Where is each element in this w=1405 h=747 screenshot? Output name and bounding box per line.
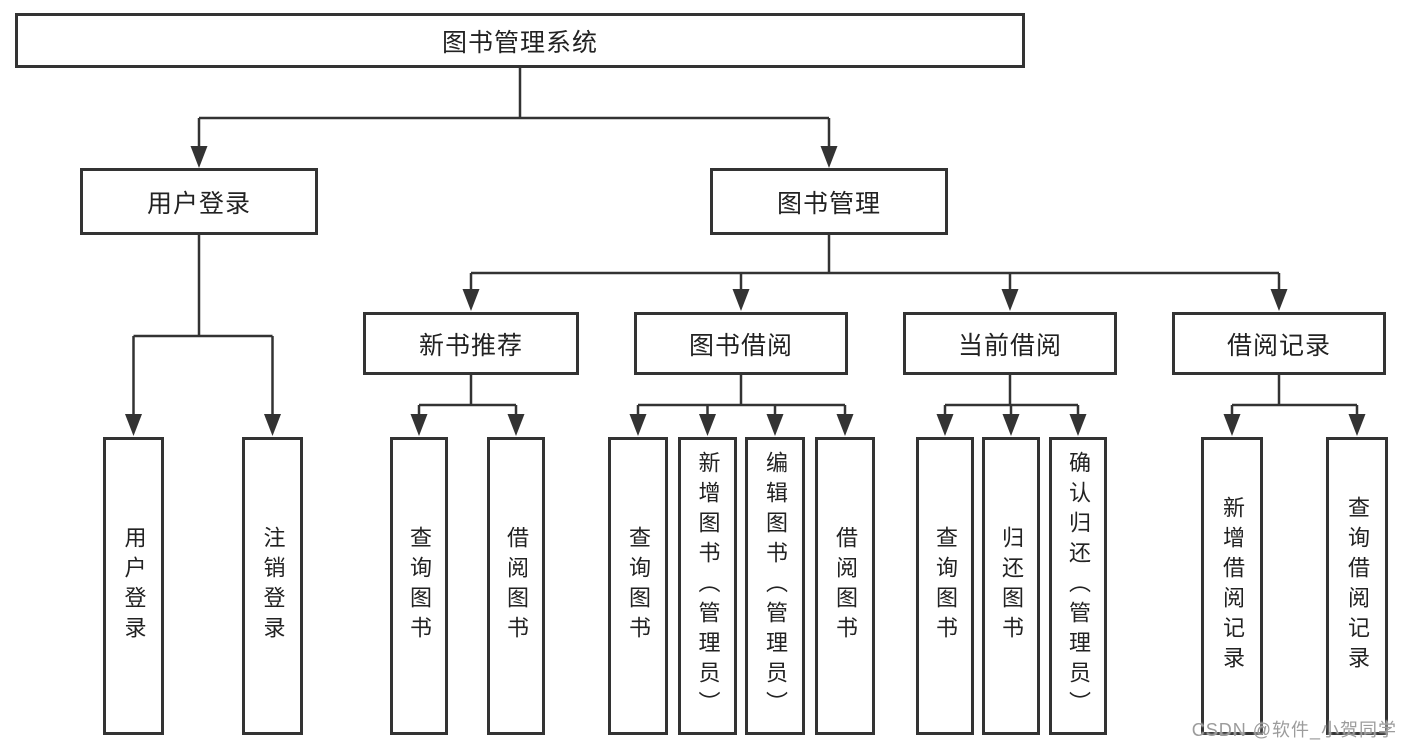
node-current-query-books: 查询图书 <box>916 437 974 735</box>
node-recommend-borrow-books: 借阅图书 <box>487 437 545 735</box>
arrowhead-icon <box>936 414 954 436</box>
node-user-login-label: 用户登录 <box>146 189 251 218</box>
node-borrowing-records: 借阅记录 <box>1172 312 1386 375</box>
arrowhead-icon <box>190 146 208 168</box>
arrowhead-icon <box>1069 414 1087 436</box>
node-borrowing-records-label: 借阅记录 <box>1226 331 1331 360</box>
arrowheads-sections <box>462 289 1288 311</box>
arrowheads-level2 <box>190 146 838 168</box>
node-borrowing-edit-books-admin: 编辑图书（管理员） <box>745 437 805 735</box>
arrowheads-leaves <box>410 414 1366 436</box>
node-borrowing-borrow-books-label: 借阅图书 <box>833 526 858 646</box>
node-current-borrowing-label: 当前借阅 <box>957 331 1062 360</box>
node-records-add-record-label: 新增借阅记录 <box>1220 496 1245 676</box>
arrowhead-icon <box>125 414 142 436</box>
node-borrowing-query-books: 查询图书 <box>608 437 668 735</box>
arrowhead-icon <box>699 414 716 436</box>
arrowhead-icon <box>732 289 750 311</box>
node-records-query-record-label: 查询借阅记录 <box>1345 496 1370 676</box>
arrowhead-icon <box>1002 414 1020 436</box>
arrowhead-icon <box>836 414 854 436</box>
arrowhead-icon <box>1348 414 1366 436</box>
arrowhead-icon <box>264 414 281 436</box>
node-current-confirm-return-admin: 确认归还（管理员） <box>1049 437 1107 735</box>
node-user-login-action-label: 用户登录 <box>121 526 147 646</box>
node-recommend-borrow-books-label: 借阅图书 <box>504 526 529 646</box>
connector-root-to-level2 <box>197 68 831 150</box>
node-borrowing-add-books-admin: 新增图书（管理员） <box>678 437 737 735</box>
connector-current-borrowing-children <box>943 375 1080 418</box>
node-book-borrowing-label: 图书借阅 <box>688 331 793 360</box>
node-book-borrowing: 图书借阅 <box>634 312 848 375</box>
node-book-management-label: 图书管理 <box>776 189 881 218</box>
node-recommend-query-books: 查询图书 <box>390 437 448 735</box>
node-records-query-record: 查询借阅记录 <box>1326 437 1388 735</box>
arrowhead-icon <box>1223 414 1241 436</box>
node-borrowing-borrow-books: 借阅图书 <box>815 437 875 735</box>
node-book-management: 图书管理 <box>710 168 948 235</box>
connector-borrowing-records-children <box>1230 375 1359 418</box>
arrowhead-icon <box>462 289 480 311</box>
connector-book-borrowing-children <box>636 375 847 418</box>
arrowhead-icon <box>766 414 784 436</box>
node-current-return-books-label: 归还图书 <box>999 526 1024 646</box>
node-current-borrowing: 当前借阅 <box>903 312 1117 375</box>
csdn-watermark: CSDN @软件_小贺同学 <box>1191 720 1397 740</box>
arrowhead-icon <box>820 146 838 168</box>
node-new-book-recommend-label: 新书推荐 <box>418 331 523 360</box>
node-records-add-record: 新增借阅记录 <box>1201 437 1263 735</box>
arrowhead-icon <box>1270 289 1288 311</box>
node-borrowing-query-books-label: 查询图书 <box>626 526 651 646</box>
connector-new-book-children <box>417 375 518 418</box>
connector-user-login-children <box>132 235 274 418</box>
node-logout-action: 注销登录 <box>242 437 303 735</box>
arrowhead-icon <box>507 414 525 436</box>
node-current-query-books-label: 查询图书 <box>933 526 958 646</box>
node-current-confirm-return-admin-label: 确认归还（管理员） <box>1066 451 1091 721</box>
arrowhead-icon <box>410 414 428 436</box>
node-library-system: 图书管理系统 <box>15 13 1025 68</box>
node-library-system-label: 图书管理系统 <box>441 28 598 57</box>
arrowhead-icon <box>629 414 647 436</box>
node-user-login-action: 用户登录 <box>103 437 164 735</box>
node-borrowing-add-books-admin-label: 新增图书（管理员） <box>695 451 721 721</box>
node-logout-action-label: 注销登录 <box>260 526 286 646</box>
node-user-login: 用户登录 <box>80 168 318 235</box>
connector-book-management-sections <box>469 235 1281 293</box>
node-borrowing-edit-books-admin-label: 编辑图书（管理员） <box>763 451 788 721</box>
arrowheads-user-login <box>125 414 281 436</box>
arrowhead-icon <box>1001 289 1019 311</box>
node-current-return-books: 归还图书 <box>982 437 1040 735</box>
node-recommend-query-books-label: 查询图书 <box>407 526 432 646</box>
node-new-book-recommend: 新书推荐 <box>363 312 579 375</box>
